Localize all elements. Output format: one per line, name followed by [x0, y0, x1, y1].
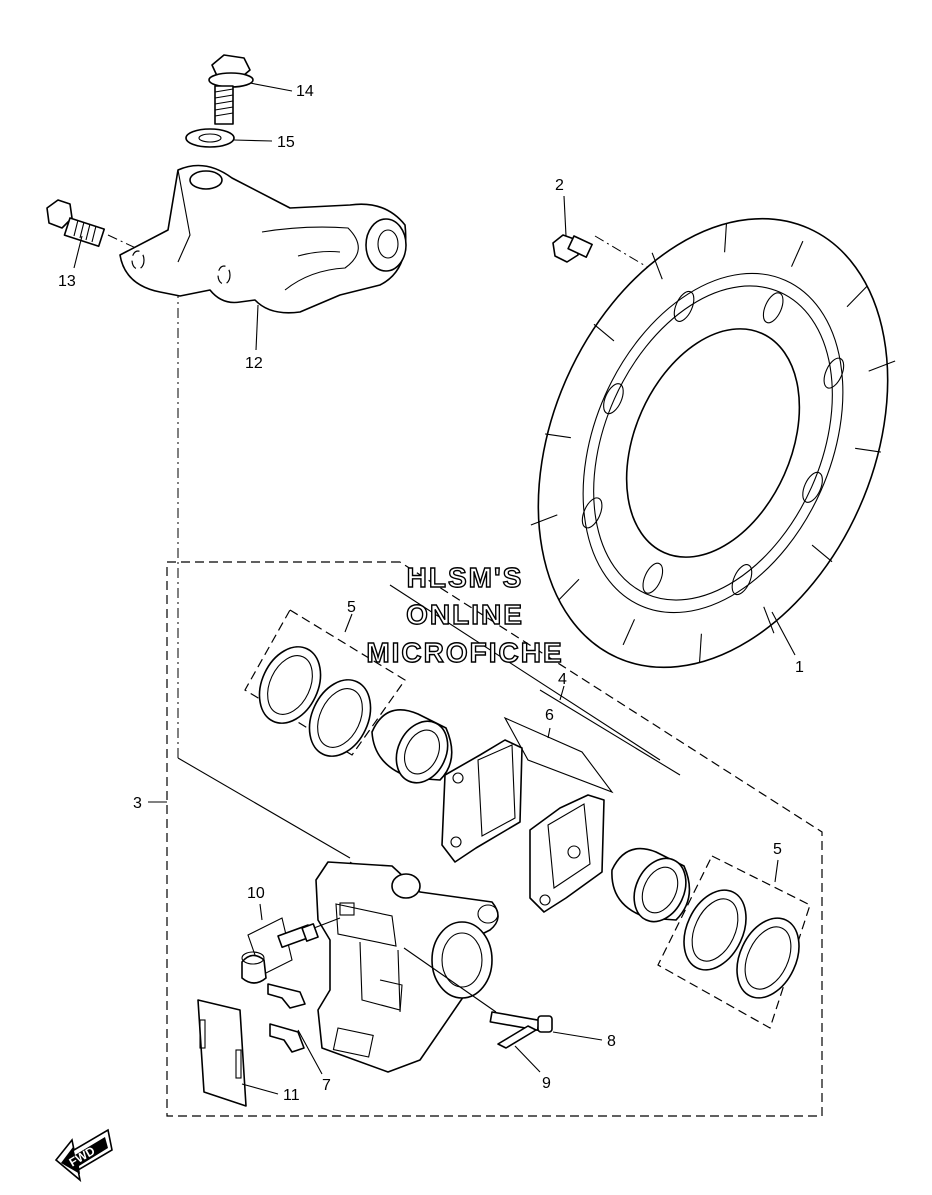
- callout-7: 7: [322, 1077, 331, 1094]
- pad-shim-11[interactable]: [197, 999, 247, 1107]
- brake-pad-group-boundary: [503, 716, 614, 794]
- assembly-line-upper: [177, 757, 351, 859]
- callout-15: 15: [277, 134, 295, 151]
- disc-bolt-2[interactable]: [552, 234, 593, 263]
- callout-10: 10: [247, 885, 265, 902]
- watermark-line-3: MICROFICHE: [366, 637, 563, 668]
- caliper-bracket-12[interactable]: [119, 164, 407, 314]
- assembly-line-pads: [539, 689, 681, 776]
- pad-spring-7[interactable]: [267, 983, 306, 1053]
- seal-group-boundary-right: [657, 855, 811, 1029]
- bleed-screw-10[interactable]: [241, 917, 341, 984]
- callout-11: 11: [283, 1087, 300, 1104]
- callout-1: 1: [795, 659, 804, 676]
- brake-pad-6-right[interactable]: [529, 794, 605, 913]
- assembly-line-lower: [389, 584, 661, 761]
- caliper-piston-right[interactable]: [611, 847, 696, 930]
- washer-15[interactable]: [185, 128, 235, 148]
- watermark: HLSM'S ONLINE MICROFICHE: [366, 561, 563, 668]
- brake-pad-6-left[interactable]: [441, 739, 523, 863]
- caliper-body[interactable]: [315, 861, 499, 1073]
- watermark-line-1: HLSM'S: [407, 562, 524, 593]
- fwd-arrow-icon: FWD: [54, 1128, 113, 1183]
- flange-bolt-14[interactable]: [208, 54, 254, 125]
- callout-5-left: 5: [347, 599, 356, 616]
- callout-8: 8: [607, 1033, 616, 1050]
- caliper-assembly-boundary: [166, 561, 823, 1117]
- callout-3: 3: [133, 795, 142, 812]
- caliper-pin-8[interactable]: [403, 947, 553, 1033]
- callout-9: 9: [542, 1075, 551, 1092]
- callout-6: 6: [545, 707, 554, 724]
- brake-disc-1[interactable]: [471, 163, 932, 723]
- callout-12: 12: [245, 355, 263, 372]
- piston-seal-5-left[interactable]: [248, 637, 383, 766]
- callout-13: 13: [58, 273, 76, 290]
- callout-4: 4: [558, 671, 567, 688]
- seal-group-boundary-left: [244, 609, 406, 756]
- caliper-piston-left[interactable]: [371, 709, 457, 791]
- watermark-line-2: ONLINE: [406, 599, 524, 630]
- callout-14: 14: [296, 83, 314, 100]
- callout-5-right: 5: [773, 841, 782, 858]
- callout-2: 2: [555, 177, 564, 194]
- piston-seal-5-right[interactable]: [672, 880, 811, 1008]
- leader-lines: [73, 82, 796, 1095]
- pin-clip-9[interactable]: [497, 1025, 537, 1049]
- bolt-13[interactable]: [46, 199, 106, 248]
